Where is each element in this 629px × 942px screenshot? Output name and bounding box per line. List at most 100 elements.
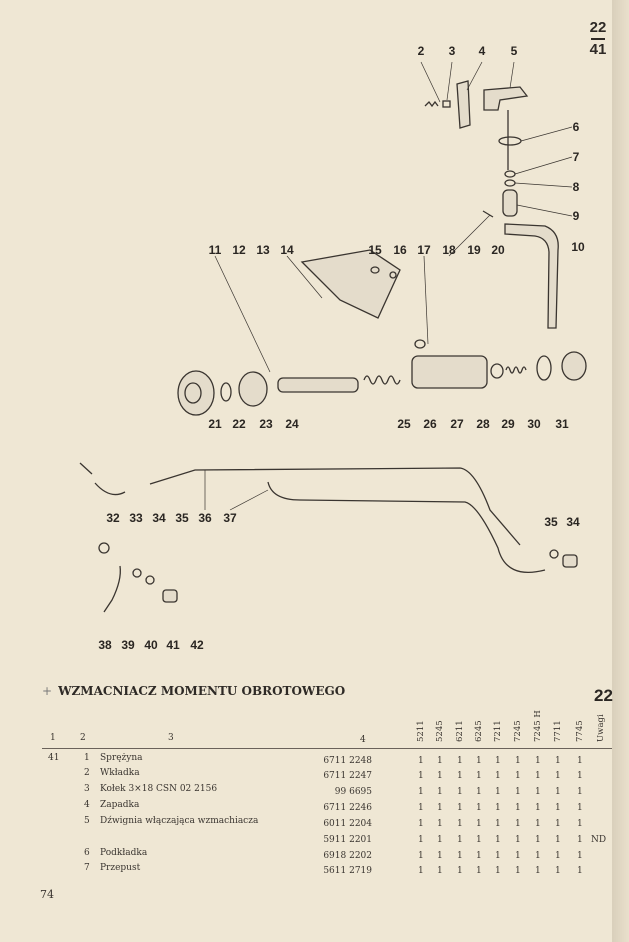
row-quantity: 1 [437,803,443,813]
diagram-parts [79,80,587,613]
callout-number: 30 [527,417,541,431]
row-quantity: 1 [535,851,541,861]
callout-number: 13 [256,243,270,257]
row-quantity: 1 [437,851,443,861]
row-part-name: Podkładka [100,848,148,858]
row-quantity: 1 [515,835,521,845]
row-part-number: 6711 2247 [323,771,372,781]
model-column-header: 6211 [455,720,465,742]
row-quantity: 1 [515,756,521,766]
row-quantity: 1 [437,835,443,845]
row-part-number: 5611 2719 [323,866,372,876]
row-quantity: 1 [457,835,463,845]
callout-number: 37 [223,511,237,525]
row-quantity: 1 [515,803,521,813]
model-column-header: 5245 [435,720,445,742]
column-header: 4 [360,735,366,745]
row-quantity: 1 [495,756,501,766]
row-position: 7 [84,863,90,873]
callout-number: 41 [166,638,180,652]
row-quantity: 1 [495,803,501,813]
page-ref-top: 22 [589,19,607,36]
row-quantity: 1 [577,851,583,861]
callout-number: 14 [280,243,294,257]
column-header: 3 [168,733,174,743]
callout-number: 3 [449,44,456,58]
row-quantity: 1 [476,771,482,781]
row-quantity: 1 [555,803,561,813]
row-quantity: 1 [577,835,583,845]
row-quantity: 1 [495,819,501,829]
row-quantity: 1 [515,771,521,781]
callout-number: 38 [98,638,112,652]
callout-number: 6 [573,120,580,134]
callout-number: 16 [393,243,407,257]
row-note: ND [591,835,607,845]
row-quantity: 1 [555,756,561,766]
callout-number: 12 [232,243,246,257]
row-quantity: 1 [418,756,424,766]
row-part-name: Zapadka [100,800,140,810]
row-quantity: 1 [495,851,501,861]
row-quantity: 1 [555,851,561,861]
callout-number: 17 [417,243,431,257]
row-quantity: 1 [476,756,482,766]
page-edge-shadow [612,0,629,942]
section-title-text: WZMACNIACZ MOMENTU OBROTOWEGO [58,684,346,698]
row-quantity: 1 [476,851,482,861]
callout-number: 18 [442,243,456,257]
callout-number: 22 [232,417,246,431]
callout-number: 42 [190,638,204,652]
row-quantity: 1 [495,866,501,876]
callout-number: 11 [209,243,222,257]
leader-lines [204,61,573,511]
row-quantity: 1 [437,819,443,829]
row-group: 41 [48,753,60,763]
row-quantity: 1 [555,866,561,876]
callout-number: 24 [285,417,299,431]
row-quantity: 1 [418,851,424,861]
row-quantity: 1 [535,819,541,829]
callout-number: 31 [555,417,569,431]
section-number: 22 [594,686,613,705]
row-quantity: 1 [495,835,501,845]
row-quantity: 1 [457,803,463,813]
callout-number: 19 [467,243,481,257]
row-position: 5 [84,816,90,826]
row-quantity: 1 [418,835,424,845]
row-position: 4 [84,800,90,810]
row-position: 3 [84,784,90,794]
row-quantity: 1 [577,787,583,797]
row-quantity: 1 [555,787,561,797]
callout-number: 23 [259,417,273,431]
callout-number: 15 [368,243,382,257]
callout-number: 21 [208,417,222,431]
callout-number: 34 [152,511,166,525]
row-quantity: 1 [418,771,424,781]
row-quantity: 1 [457,787,463,797]
row-quantity: 1 [437,866,443,876]
model-column-header: 7711 [553,720,563,742]
row-quantity: 1 [555,771,561,781]
row-part-number: 6918 2202 [323,851,372,861]
row-quantity: 1 [535,835,541,845]
row-position: 2 [84,768,90,778]
row-quantity: 1 [577,771,583,781]
callout-number: 26 [423,417,437,431]
column-header: 2 [80,733,86,743]
callout-number: 25 [397,417,411,431]
row-quantity: 1 [457,771,463,781]
callout-number: 35 [175,511,189,525]
row-quantity: 1 [577,756,583,766]
page-number: 74 [40,888,54,901]
model-column-header: Uwagi [596,714,606,742]
row-position: 6 [84,848,90,858]
row-part-name: Wkładka [100,768,140,778]
callout-number: 5 [511,44,518,58]
row-quantity: 1 [535,866,541,876]
callout-number: 36 [198,511,212,525]
model-column-header: 7245 H [533,710,543,742]
row-quantity: 1 [457,819,463,829]
row-quantity: 1 [577,803,583,813]
row-quantity: 1 [476,819,482,829]
